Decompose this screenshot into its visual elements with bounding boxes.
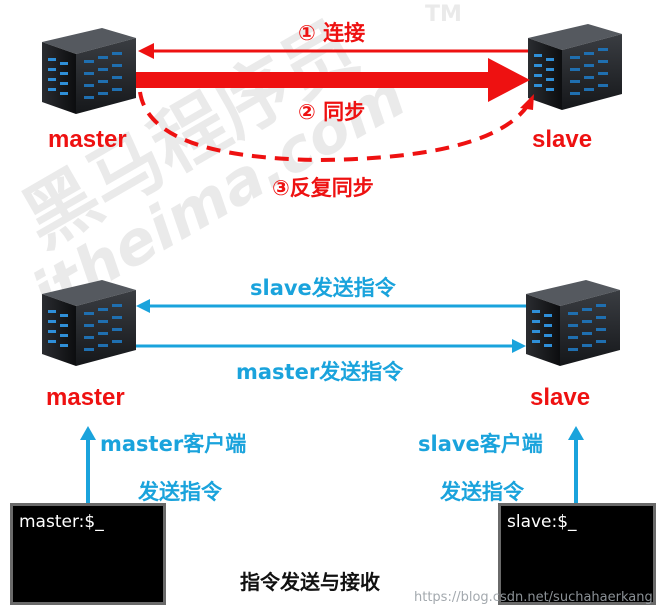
- bottom-slave-server-icon: [526, 280, 620, 366]
- connect-arrow: [138, 43, 528, 59]
- bottom-master-server-icon: [42, 280, 136, 366]
- bottom-slave-label: slave: [530, 384, 591, 411]
- slave-terminal[interactable]: slave:$_: [498, 503, 656, 605]
- top-slave-label: slave: [532, 126, 593, 153]
- master-to-slave-arrow: [136, 339, 526, 353]
- master-client-up-arrow: [80, 426, 96, 504]
- slave-client-up-arrow: [568, 426, 584, 504]
- master-client-label: master客户端: [100, 432, 247, 456]
- step-sync-label: ② 同步: [298, 100, 366, 124]
- sync-arrow: [136, 58, 530, 102]
- master-client-send-label: 发送指令: [138, 480, 222, 504]
- bottom-master-label: master: [46, 384, 125, 411]
- top-master-server-icon: [42, 28, 136, 114]
- master-send-command-label: master发送指令: [236, 360, 404, 384]
- step-repeated-sync-label: ③反复同步: [272, 176, 374, 200]
- top-slave-server-icon: [528, 24, 622, 110]
- diagram-caption: 指令发送与接收: [240, 570, 380, 594]
- slave-client-label: slave客户端: [418, 432, 543, 456]
- slave-terminal-prompt: slave:$_: [507, 512, 577, 532]
- step-connect-label: ① 连接: [298, 21, 366, 45]
- slave-to-master-arrow: [136, 299, 526, 313]
- slave-send-command-label: slave发送指令: [250, 276, 396, 300]
- master-terminal[interactable]: master:$_: [10, 503, 166, 605]
- top-master-label: master: [48, 126, 127, 153]
- master-terminal-prompt: master:$_: [19, 512, 104, 532]
- repeated-sync-arrow: [138, 91, 534, 163]
- background-tm-watermark: TM: [425, 2, 462, 27]
- source-url-watermark: https://blog.csdn.net/suchahaerkang: [414, 590, 653, 605]
- slave-client-send-label: 发送指令: [440, 480, 524, 504]
